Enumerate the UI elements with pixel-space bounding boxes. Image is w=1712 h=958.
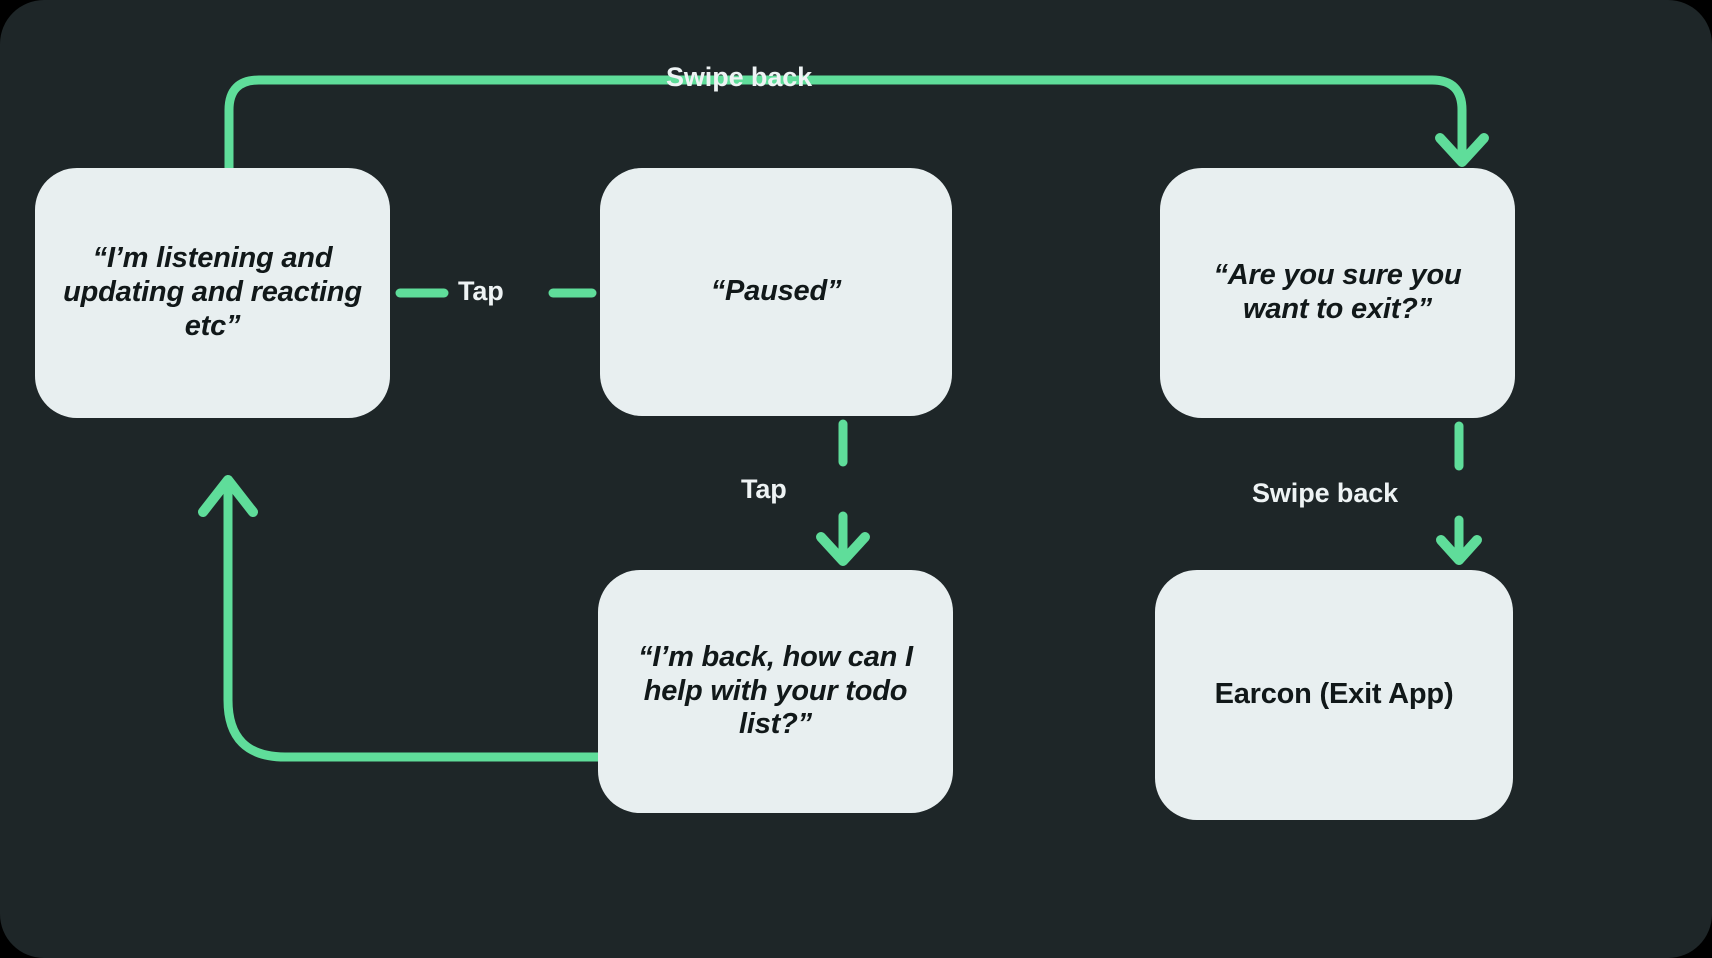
edge-label-tap-paused-back: Tap	[741, 474, 787, 504]
edge-paused-to-back-arrowhead	[816, 532, 870, 566]
edge-label-tap-listening-paused: Tap	[458, 276, 504, 306]
edge-back-to-listening-arrowhead	[198, 475, 258, 517]
node-back-label: “I’m back, how can I help with your todo…	[638, 640, 913, 741]
node-paused[interactable]: “Paused”	[600, 168, 952, 416]
node-confirm-exit-label: “Are you sure you want to exit?”	[1213, 259, 1462, 325]
edge-back-to-listening-path	[223, 484, 650, 762]
edge-listening-to-confirm-arrowhead	[1435, 133, 1489, 167]
edge-listening-to-confirm-path	[224, 75, 1467, 173]
node-earcon[interactable]: Earcon (Exit App)	[1155, 570, 1513, 820]
edge-confirm-to-earcon-arrowhead	[1436, 535, 1482, 565]
node-listening-label: “I’m listening and updating and reacting…	[63, 242, 362, 342]
edge-label-swipe-back-confirm-earcon: Swipe back	[1252, 478, 1399, 508]
node-earcon-label: Earcon (Exit App)	[1214, 678, 1454, 711]
node-back[interactable]: “I’m back, how can I help with your todo…	[598, 570, 953, 813]
node-paused-label: “Paused”	[710, 275, 842, 308]
edge-label-swipe-back-top: Swipe back	[666, 62, 813, 92]
node-listening[interactable]: “I’m listening and updating and reacting…	[35, 168, 390, 418]
node-confirm-exit[interactable]: “Are you sure you want to exit?”	[1160, 168, 1515, 418]
